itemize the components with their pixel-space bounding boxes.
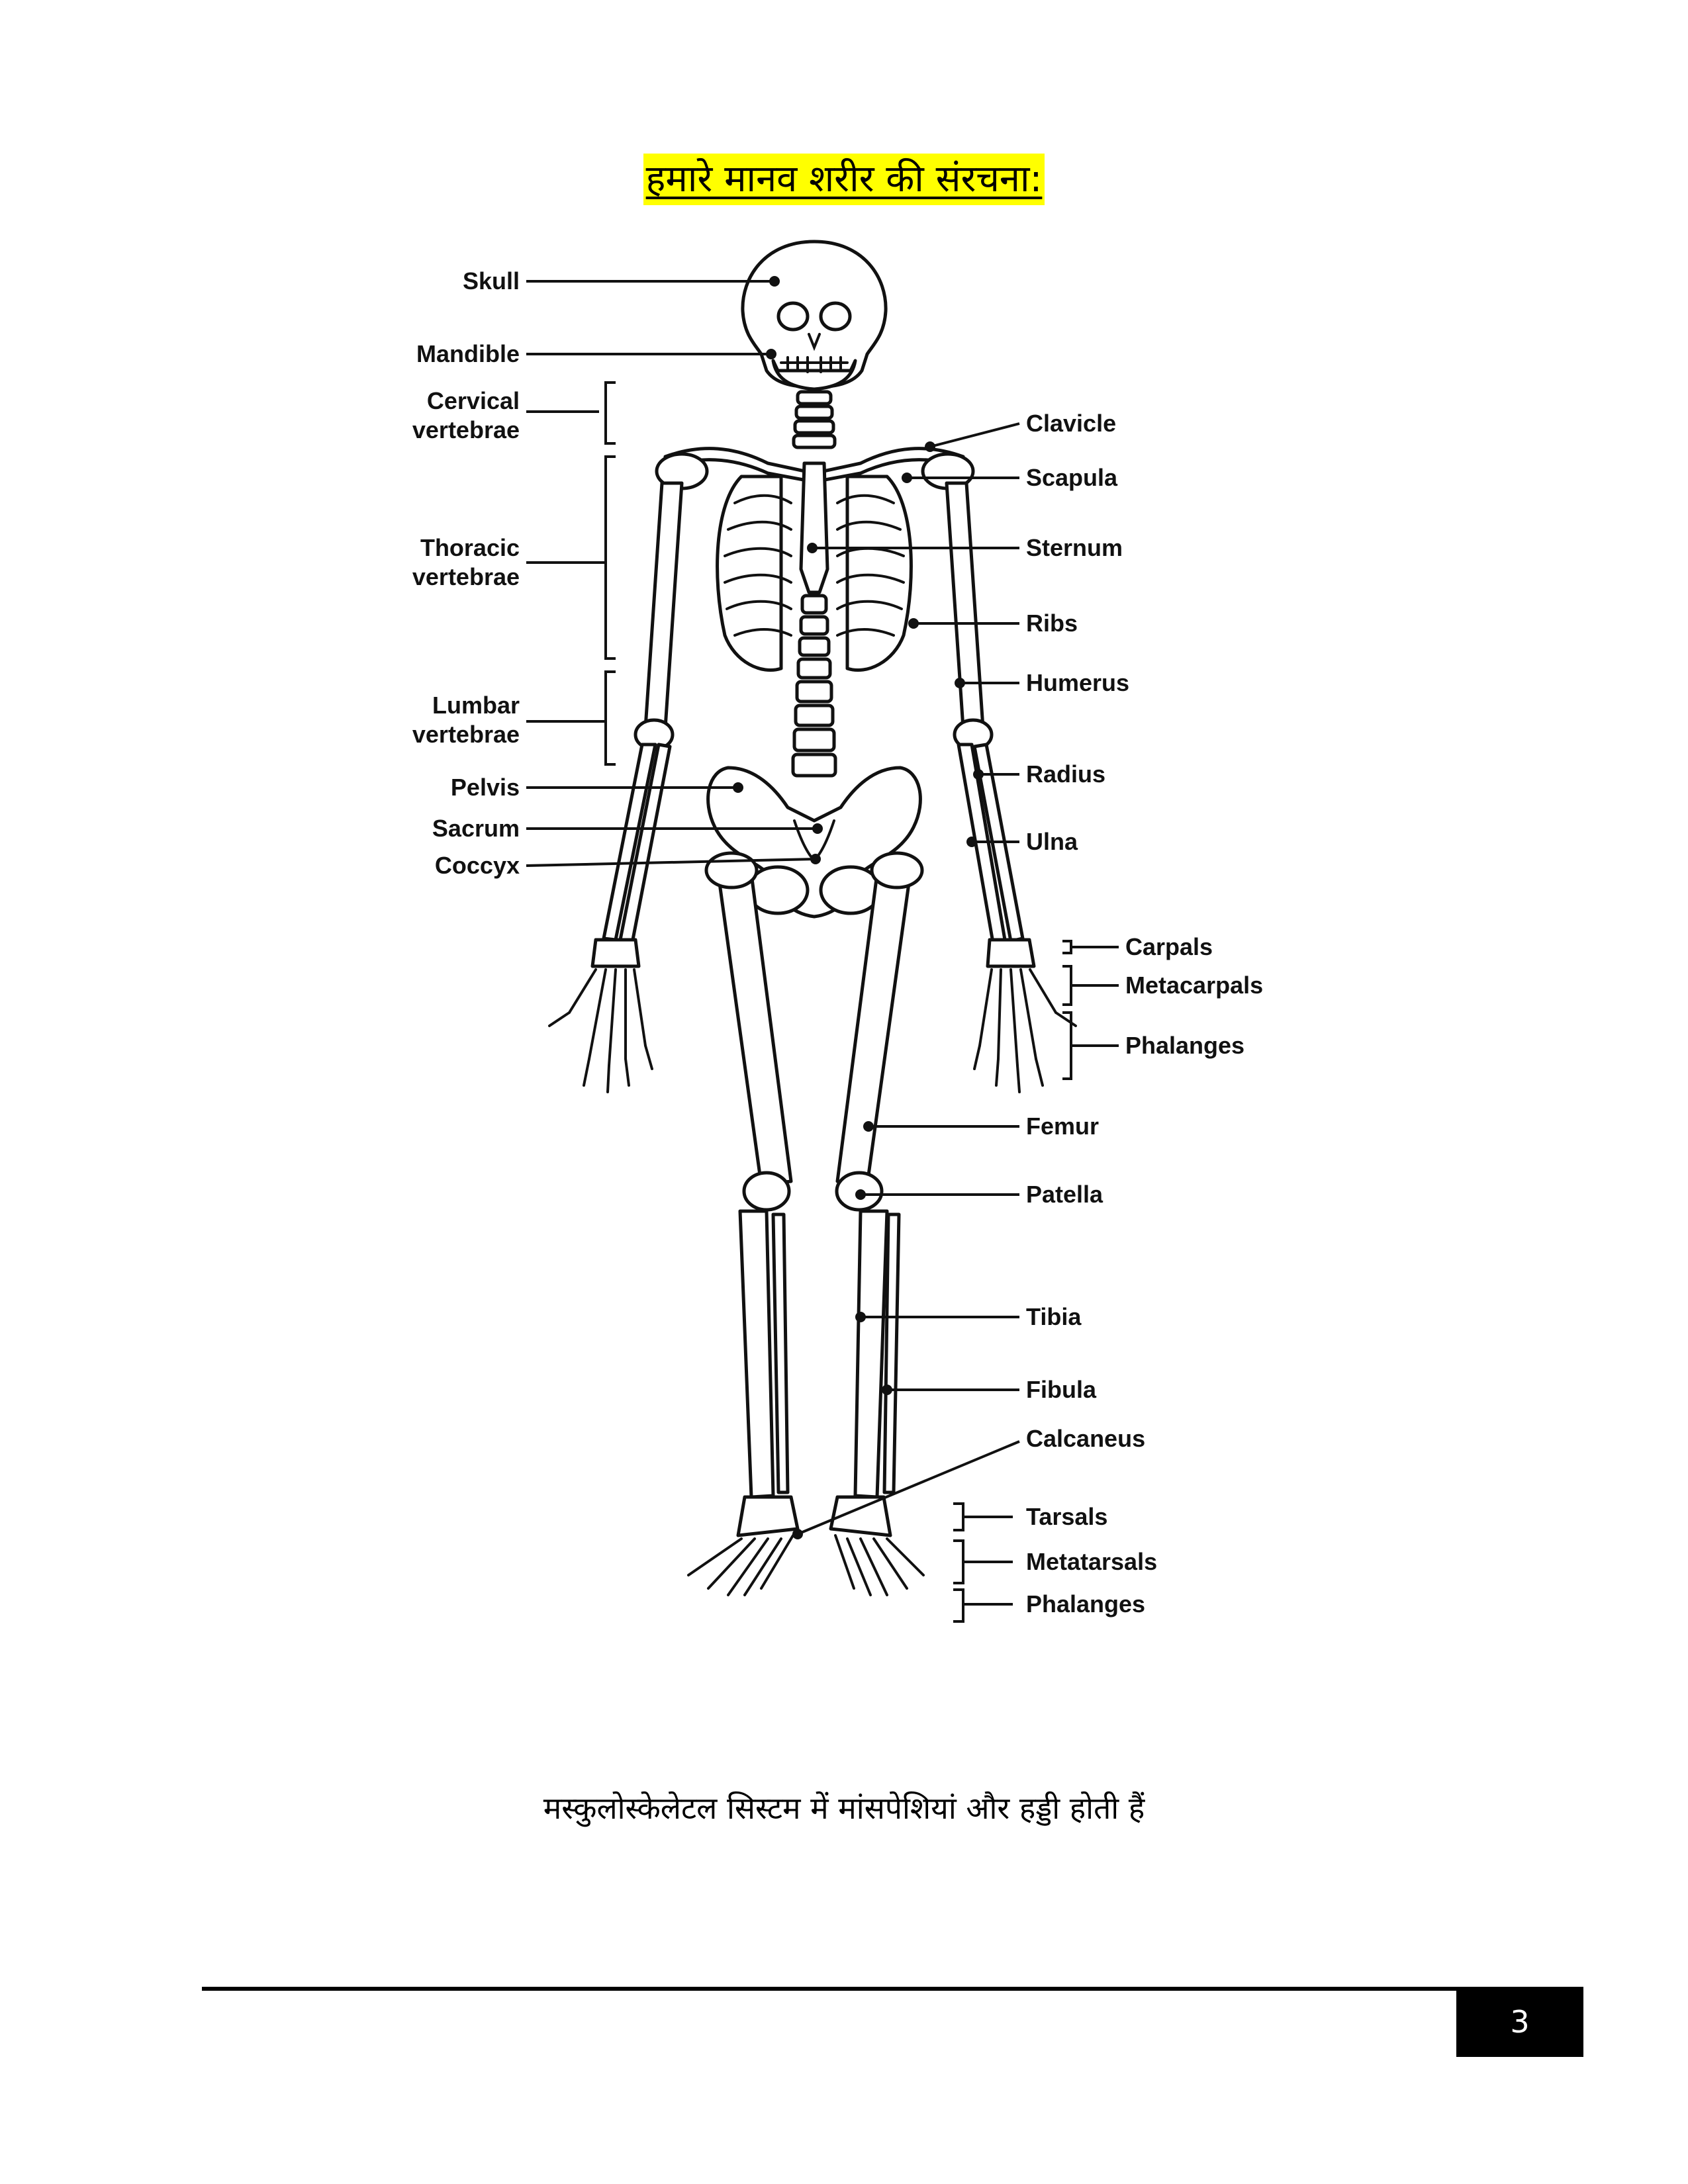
labels-right: Clavicle Scapula Sternum Ribs Humerus Ra… [1026,410,1263,1617]
label-phalanges-foot: Phalanges [1026,1590,1145,1617]
left-eye-socket [776,301,810,332]
teeth [780,356,849,373]
right-fibula [882,1212,901,1494]
label-thoracic-2: vertebrae [412,563,520,590]
right-eye-socket [819,301,852,332]
page-number: 3 [1510,2004,1530,2040]
label-skull: Skull [463,267,520,295]
right-femur [835,872,912,1187]
nasal-cavity [808,333,821,351]
label-thoracic-1: Thoracic [420,534,520,561]
left-fibula [771,1212,790,1494]
label-sternum: Sternum [1026,534,1123,561]
label-mandible: Mandible [416,340,520,367]
label-coccyx: Coccyx [435,852,520,879]
label-fibula: Fibula [1026,1376,1097,1403]
label-metacarpals: Metacarpals [1125,972,1263,999]
right-femoral-head [870,851,924,889]
label-femur: Femur [1026,1113,1099,1140]
footer-rule [202,1987,1483,1991]
label-ribs: Ribs [1026,610,1078,637]
skeleton-figure [548,240,1077,1596]
label-tarsals: Tarsals [1026,1503,1107,1530]
left-femur [716,872,793,1187]
label-calcaneus: Calcaneus [1026,1425,1145,1452]
left-hand [548,938,653,1093]
right-foot [829,1495,925,1596]
label-clavicle: Clavicle [1026,410,1116,437]
label-lumbar-2: vertebrae [412,721,520,748]
label-patella: Patella [1026,1181,1103,1208]
label-pelvis: Pelvis [451,774,520,801]
label-metatarsals: Metatarsals [1026,1548,1157,1575]
rib-cage [716,461,913,672]
left-tibia [738,1209,775,1499]
right-humerus [945,481,985,730]
title-block: हमारे मानव शरीर की संरचना: [0,154,1688,205]
left-foot [687,1495,800,1596]
right-hand [973,938,1077,1093]
caption: मस्कुलोस्केलेटल सिस्टम में मांसपेशियां औ… [543,1790,1145,1826]
left-patella [742,1171,791,1212]
right-leaders [792,422,1119,1623]
left-leaders [526,276,823,867]
label-ulna: Ulna [1026,828,1078,855]
label-sacrum: Sacrum [432,815,520,842]
label-cervical-1: Cervical [427,387,520,414]
labels-left: Skull Mandible Cervical vertebrae Thorac… [412,267,520,879]
right-tibia [853,1209,889,1499]
left-femoral-head [704,851,759,889]
sternum [799,461,829,594]
left-humerus [643,481,684,730]
skull [741,240,888,389]
label-lumbar-1: Lumbar [432,692,520,719]
mandible [771,359,857,391]
spine [791,594,837,778]
page-title: हमारे मानव शरीर की संरचना: [643,154,1045,205]
label-tibia: Tibia [1026,1303,1082,1330]
label-phalanges-hand: Phalanges [1125,1032,1244,1059]
label-carpals: Carpals [1125,933,1213,960]
label-humerus: Humerus [1026,669,1129,696]
cervical-vertebrae [792,390,837,449]
label-radius: Radius [1026,760,1105,788]
caption-block: मस्कुलोस्केलेटल सिस्टम में मांसपेशियां औ… [0,1787,1688,1828]
label-cervical-2: vertebrae [412,416,520,443]
page-number-box: 3 [1456,1987,1583,2057]
label-scapula: Scapula [1026,464,1118,491]
